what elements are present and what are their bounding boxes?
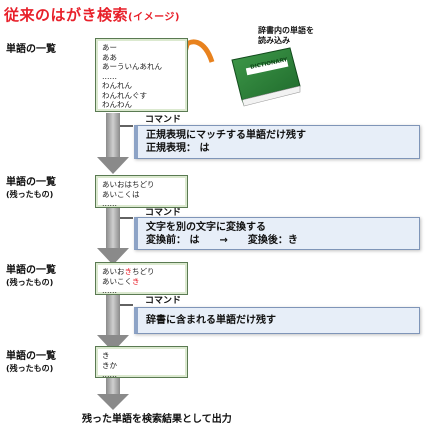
- step4-label: 単語の一覧 (残ったもの): [6, 351, 56, 375]
- step1-label: 単語の一覧: [6, 44, 56, 56]
- down-arrow-4: [97, 377, 129, 410]
- word-item: わんれん: [102, 81, 132, 90]
- command2-label: コマンド: [145, 208, 182, 218]
- command1-box: 正規表現にマッチする単語だけ残す 正規表現： は: [134, 125, 420, 159]
- step4-label-text: 単語の一覧: [6, 351, 56, 362]
- title-suffix: (イメージ): [128, 12, 180, 23]
- command3-box: 辞書に含まれる単語だけ残す: [134, 307, 420, 334]
- word-list-1: あー ああ あーういんあれん …… わんれん わんれんぐす わんわん: [95, 38, 188, 112]
- word-part-highlight: き: [132, 276, 140, 286]
- step3-sublabel: (残ったもの): [6, 278, 54, 287]
- word-item: ……: [102, 71, 117, 81]
- command3-label: コマンド: [145, 296, 182, 306]
- word-item: あいこくき: [102, 277, 181, 287]
- word-item: きか: [102, 360, 117, 370]
- command2-line2: 変換前： は → 変換後：き: [146, 235, 298, 246]
- word-list-2: あいおはちどり あいこくは ……: [95, 175, 188, 208]
- word-item: あー: [102, 43, 117, 52]
- word-item: あーういんあれん: [102, 62, 162, 71]
- word-item: き: [102, 351, 110, 360]
- word-part-highlight: き: [124, 267, 133, 276]
- down-arrow-3: [97, 294, 129, 352]
- command2-line1: 文字を別の文字に変換する: [146, 222, 266, 233]
- step2-label-text: 単語の一覧: [6, 177, 56, 188]
- step3-label-text: 単語の一覧: [6, 265, 56, 276]
- step1-label-text: 単語の一覧: [6, 44, 56, 55]
- final-output-text: 残った単語を検索結果として出力: [82, 414, 232, 425]
- word-part: あいこく: [102, 276, 132, 286]
- step3-label: 単語の一覧 (残ったもの): [6, 265, 56, 289]
- dictionary-note-line1: 辞書内の単語を: [258, 26, 314, 35]
- word-list-3: あいおきちどり あいこくき ……: [95, 262, 188, 295]
- word-item: ……: [102, 199, 117, 208]
- down-arrow-1: [97, 113, 129, 174]
- word-list-4: き きか ……: [95, 346, 188, 379]
- dictionary-note: 辞書内の単語を 読み込み: [258, 26, 314, 46]
- command3-line1: 辞書に含まれる単語だけ残す: [146, 315, 276, 326]
- step4-sublabel: (残ったもの): [6, 364, 54, 373]
- title-main: 従来のはがき検索: [4, 6, 129, 24]
- word-part: ちどり: [132, 267, 155, 276]
- word-item: あいおきちどり: [102, 267, 181, 277]
- word-item: わんわん: [102, 100, 132, 109]
- page-title: 従来のはがき検索(イメージ): [4, 4, 180, 25]
- word-item: ……: [102, 286, 181, 296]
- command1-label: コマンド: [145, 115, 182, 125]
- word-item: ああ: [102, 52, 117, 62]
- dictionary-book-icon: [231, 47, 301, 107]
- word-item: ……: [102, 370, 117, 379]
- step2-label: 単語の一覧 (残ったもの): [6, 177, 56, 201]
- word-item: あいおはちどり: [102, 180, 155, 189]
- word-part: あいお: [102, 267, 125, 276]
- word-part: ……: [102, 286, 117, 295]
- dictionary-note-line2: 読み込み: [258, 36, 290, 45]
- command1-line2: 正規表現： は: [146, 143, 210, 154]
- step2-sublabel: (残ったもの): [6, 190, 54, 199]
- word-item: あいこくは: [102, 189, 140, 199]
- down-arrow-2: [97, 207, 129, 265]
- command1-line1: 正規表現にマッチする単語だけ残す: [146, 130, 306, 141]
- word-item: わんれんぐす: [102, 90, 147, 100]
- command2-box: 文字を別の文字に変換する 変換前： は → 変換後：き: [134, 217, 420, 250]
